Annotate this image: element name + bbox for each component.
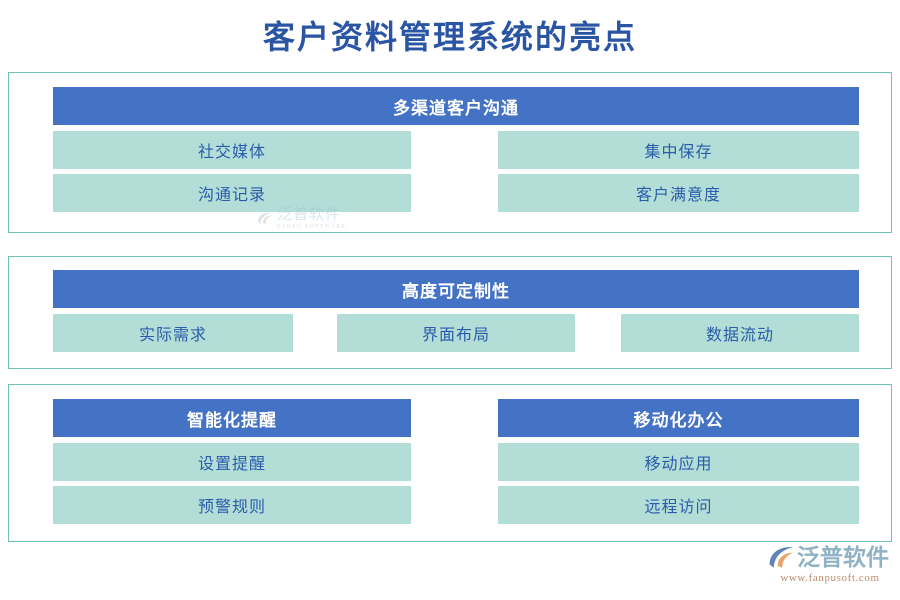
section-card-multichannel: 多渠道客户沟通 社交媒体 沟通记录 集中保存 客户满意度 泛普软件 FANPU … xyxy=(8,72,892,233)
feature-item[interactable]: 远程访问 xyxy=(498,486,859,524)
brand-url: www.fanpusoft.com xyxy=(780,572,880,584)
feature-item[interactable]: 设置提醒 xyxy=(53,443,411,481)
watermark-logo-icon xyxy=(257,211,273,227)
feature-item[interactable]: 沟通记录 xyxy=(53,174,411,212)
page-title: 客户资料管理系统的亮点 xyxy=(262,19,637,55)
feature-item[interactable]: 移动应用 xyxy=(498,443,859,481)
brand-logo: 泛普软件 www.fanpusoft.com xyxy=(768,545,892,591)
feature-item[interactable]: 集中保存 xyxy=(498,131,859,169)
feature-item[interactable]: 数据流动 xyxy=(621,314,859,352)
brand-logo-row: 泛普软件 xyxy=(768,545,892,571)
feature-item[interactable]: 客户满意度 xyxy=(498,174,859,212)
brand-name: 泛普软件 xyxy=(797,545,889,570)
section-card-smart-mobile: 智能化提醒 设置提醒 预警规则 移动化办公 移动应用 远程访问 xyxy=(8,384,892,542)
feature-item[interactable]: 实际需求 xyxy=(53,314,293,352)
section-header-customizable: 高度可定制性 xyxy=(53,270,859,308)
feature-item[interactable]: 预警规则 xyxy=(53,486,411,524)
feature-item[interactable]: 社交媒体 xyxy=(53,131,411,169)
fanpu-swoosh-icon xyxy=(768,545,794,571)
watermark-en: FANPU SOFTWARE xyxy=(277,224,347,230)
section-card-customizable: 高度可定制性 实际需求 界面布局 数据流动 xyxy=(8,256,892,369)
section-header-multichannel: 多渠道客户沟通 xyxy=(53,87,859,125)
section-header-mobile-office: 移动化办公 xyxy=(498,399,859,437)
feature-item[interactable]: 界面布局 xyxy=(337,314,575,352)
section-header-smart-reminder: 智能化提醒 xyxy=(53,399,411,437)
